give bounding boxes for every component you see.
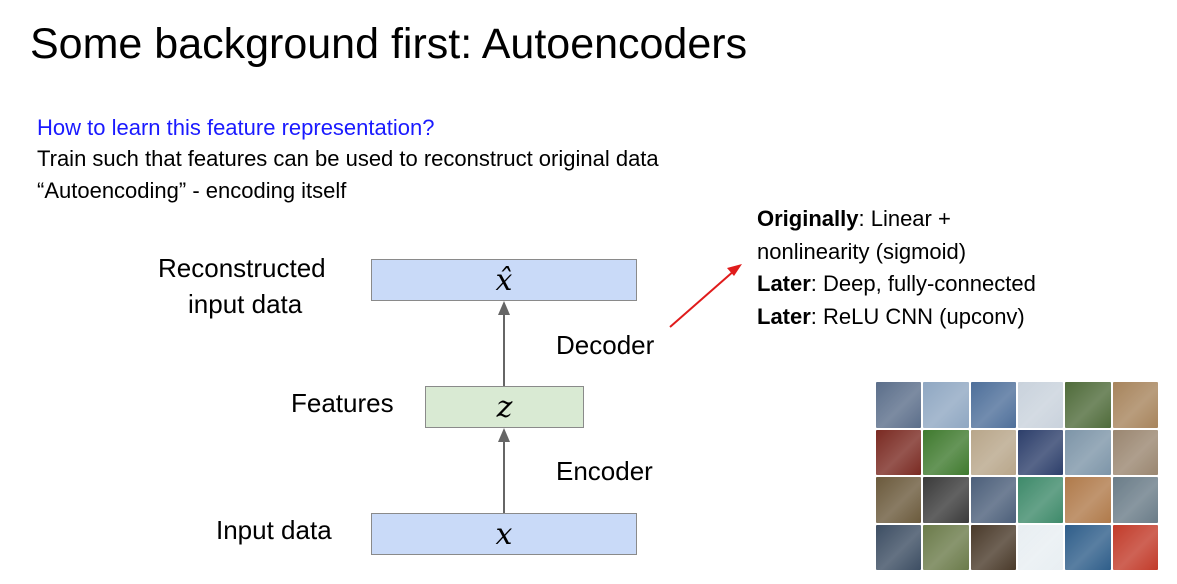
reconstructed-label-2: input data xyxy=(188,289,303,319)
reconstructed-output-box: x̂ xyxy=(371,259,637,301)
input-box: x xyxy=(371,513,637,555)
note-line-3: Later: Deep, fully-connected xyxy=(757,271,1036,296)
sample-image-tile xyxy=(1065,477,1111,523)
sample-image-tile xyxy=(970,429,1016,475)
z-symbol: z xyxy=(496,389,513,425)
decoder-label: Decoder xyxy=(556,330,655,360)
decoder-arrow xyxy=(498,301,510,386)
sample-image-tile xyxy=(1065,382,1111,428)
sample-image-tile xyxy=(923,477,969,523)
red-pointer-arrow xyxy=(669,264,742,328)
reconstructed-label: Reconstructed xyxy=(158,253,326,283)
sample-image-grid xyxy=(876,382,1158,570)
x-symbol: x xyxy=(495,516,513,552)
sample-image-tile xyxy=(1112,477,1158,523)
sample-image-tile xyxy=(876,429,922,475)
sample-image-tile xyxy=(1017,524,1064,570)
body-line-1: Train such that features can be used to … xyxy=(37,146,659,171)
note-line-1: Originally: Linear + xyxy=(757,206,951,231)
sample-image-tile xyxy=(970,477,1016,523)
sample-image-tile xyxy=(876,477,922,523)
question-text: How to learn this feature representation… xyxy=(37,115,435,140)
note-line-4: Later: ReLU CNN (upconv) xyxy=(757,303,1025,329)
x-hat-symbol: x̂ xyxy=(495,262,513,298)
sample-image-tile xyxy=(1065,429,1111,475)
sample-image-tile xyxy=(1017,429,1064,475)
features-label: Features xyxy=(291,388,394,418)
sample-image-tile xyxy=(1017,477,1064,523)
sample-image-tile xyxy=(970,382,1016,428)
features-box: z xyxy=(425,386,584,428)
sample-image-tile xyxy=(1112,429,1158,475)
architecture-notes: Originally: Linear + nonlinearity (sigmo… xyxy=(757,203,1036,333)
encoder-label: Encoder xyxy=(556,456,653,486)
sample-image-tile xyxy=(1112,382,1158,428)
note-line-2: nonlinearity (sigmoid) xyxy=(757,238,967,264)
sample-image-tile xyxy=(923,524,969,570)
sample-image-tile xyxy=(923,382,969,428)
sample-image-tile xyxy=(1065,524,1111,570)
body-line-2: “Autoencoding” - encoding itself xyxy=(37,178,347,203)
slide-title: Some background first: Autoencoders xyxy=(30,20,748,68)
sample-image-tile xyxy=(876,524,922,570)
input-label: Input data xyxy=(216,515,332,545)
sample-image-tile xyxy=(876,382,922,428)
sample-image-tile xyxy=(1017,382,1064,428)
sample-image-tile xyxy=(970,524,1016,570)
sample-image-tile xyxy=(1112,524,1158,570)
encoder-arrow xyxy=(498,428,510,513)
sample-image-tile xyxy=(923,429,969,475)
